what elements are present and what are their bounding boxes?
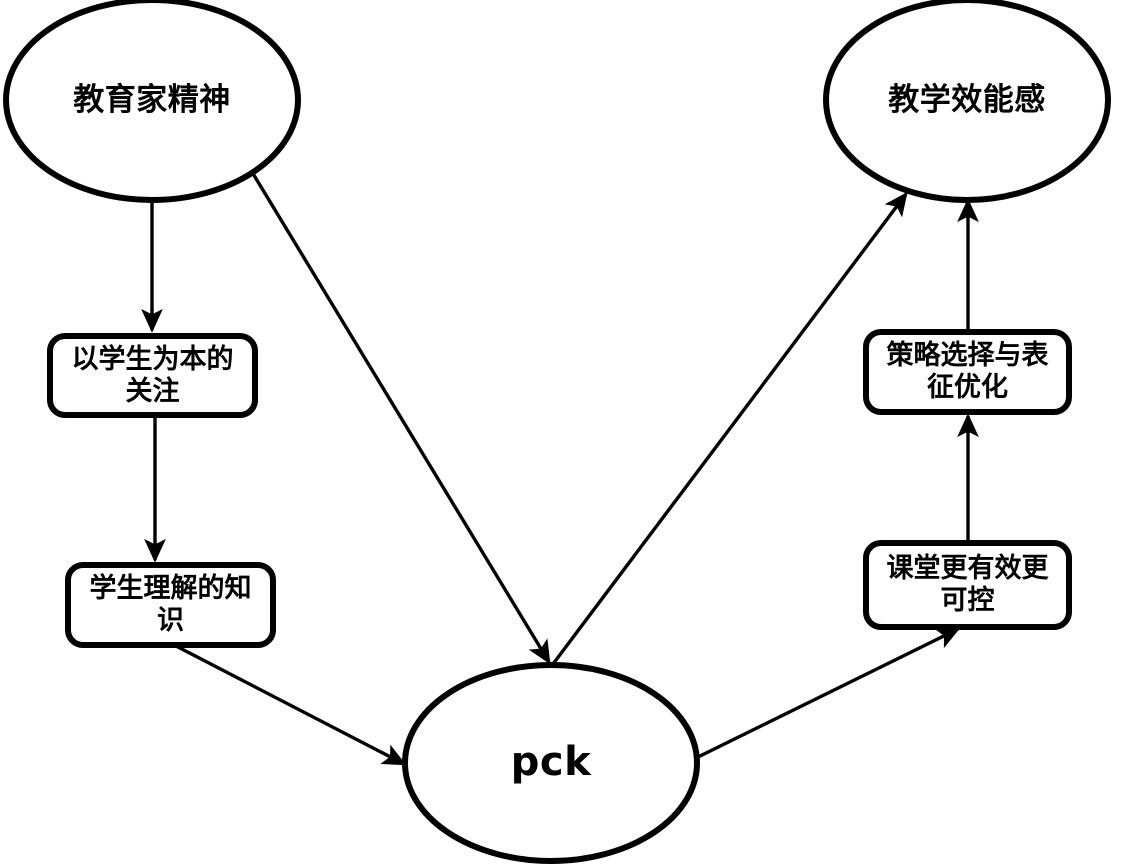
edge-spirit-to-pck <box>250 171 551 665</box>
nodes-layer <box>3 0 1111 864</box>
node-pck[interactable] <box>402 662 700 864</box>
node-strategy-representation[interactable] <box>863 329 1072 415</box>
edge-pck-to-efficacy <box>551 191 908 666</box>
edge-knowledge-to-pck <box>175 644 407 766</box>
node-classroom-effective-controllable[interactable] <box>863 540 1072 630</box>
edges-layer <box>141 171 979 766</box>
edge-pck-to-classroom <box>697 627 961 759</box>
node-educator-spirit[interactable] <box>3 0 301 203</box>
node-teaching-efficacy[interactable] <box>823 0 1111 203</box>
node-student-understood-knowledge[interactable] <box>65 562 276 648</box>
node-student-centered-focus[interactable] <box>47 333 258 418</box>
